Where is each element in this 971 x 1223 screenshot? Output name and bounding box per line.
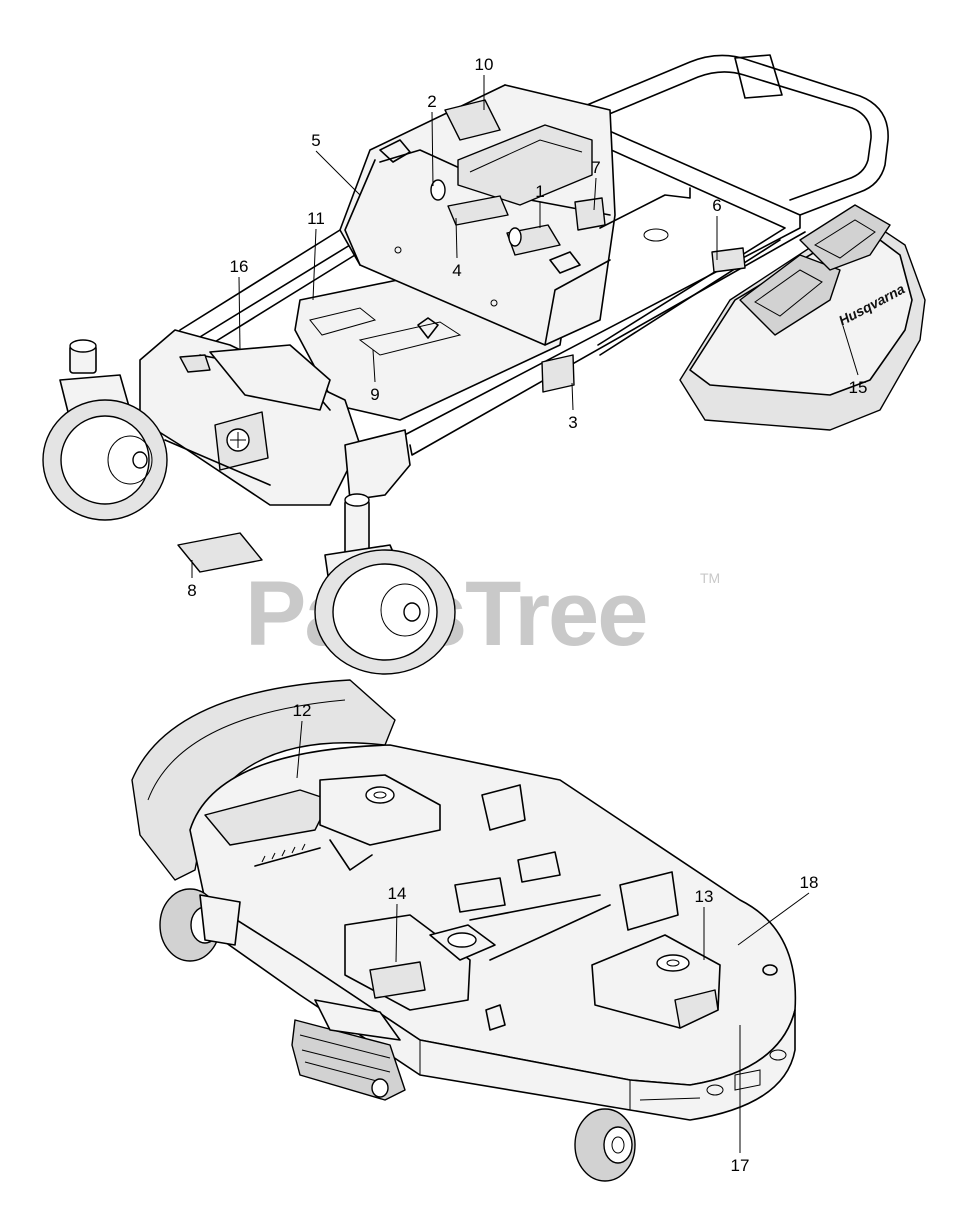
chassis-frame xyxy=(139,54,889,506)
leader-line-7 xyxy=(593,177,597,211)
callout-2[interactable]: 2 xyxy=(427,92,436,111)
callout-9[interactable]: 9 xyxy=(370,385,379,404)
callout-16[interactable]: 16 xyxy=(230,257,249,276)
callout-6[interactable]: 6 xyxy=(712,196,721,215)
rear-cover-15: Husqvarna xyxy=(679,204,926,431)
leader-line-12 xyxy=(296,720,303,779)
callout-17[interactable]: 17 xyxy=(731,1156,750,1175)
callout-3[interactable]: 3 xyxy=(568,413,577,432)
callout-14[interactable]: 14 xyxy=(388,884,407,903)
callout-11[interactable]: 11 xyxy=(307,209,325,228)
front-caster-wheel-left xyxy=(42,339,168,521)
leader-line-16 xyxy=(238,276,241,351)
leader-line-4 xyxy=(455,217,458,259)
mower-deck xyxy=(131,679,797,1182)
callout-15[interactable]: 15 xyxy=(849,378,868,397)
callout-10[interactable]: 10 xyxy=(475,55,494,74)
leader-line-2 xyxy=(431,111,434,187)
callout-7[interactable]: 7 xyxy=(591,158,600,177)
leader-line-11 xyxy=(312,228,317,301)
leader-line-3 xyxy=(571,382,574,411)
callout-8[interactable]: 8 xyxy=(187,581,196,600)
leader-line-9 xyxy=(372,349,376,383)
decal-8 xyxy=(177,532,263,573)
leader-line-15 xyxy=(842,325,859,376)
callout-18[interactable]: 18 xyxy=(800,873,819,892)
callout-1[interactable]: 1 xyxy=(535,182,544,201)
leader-line-5 xyxy=(315,150,361,196)
callout-5[interactable]: 5 xyxy=(311,131,320,150)
callout-12[interactable]: 12 xyxy=(293,701,312,720)
watermark-trademark: TM xyxy=(700,570,720,586)
callout-4[interactable]: 4 xyxy=(452,261,461,280)
leader-line-18 xyxy=(737,892,810,946)
front-caster-wheel-right xyxy=(314,493,456,675)
leader-line-14 xyxy=(395,903,398,963)
callout-13[interactable]: 13 xyxy=(695,887,714,906)
